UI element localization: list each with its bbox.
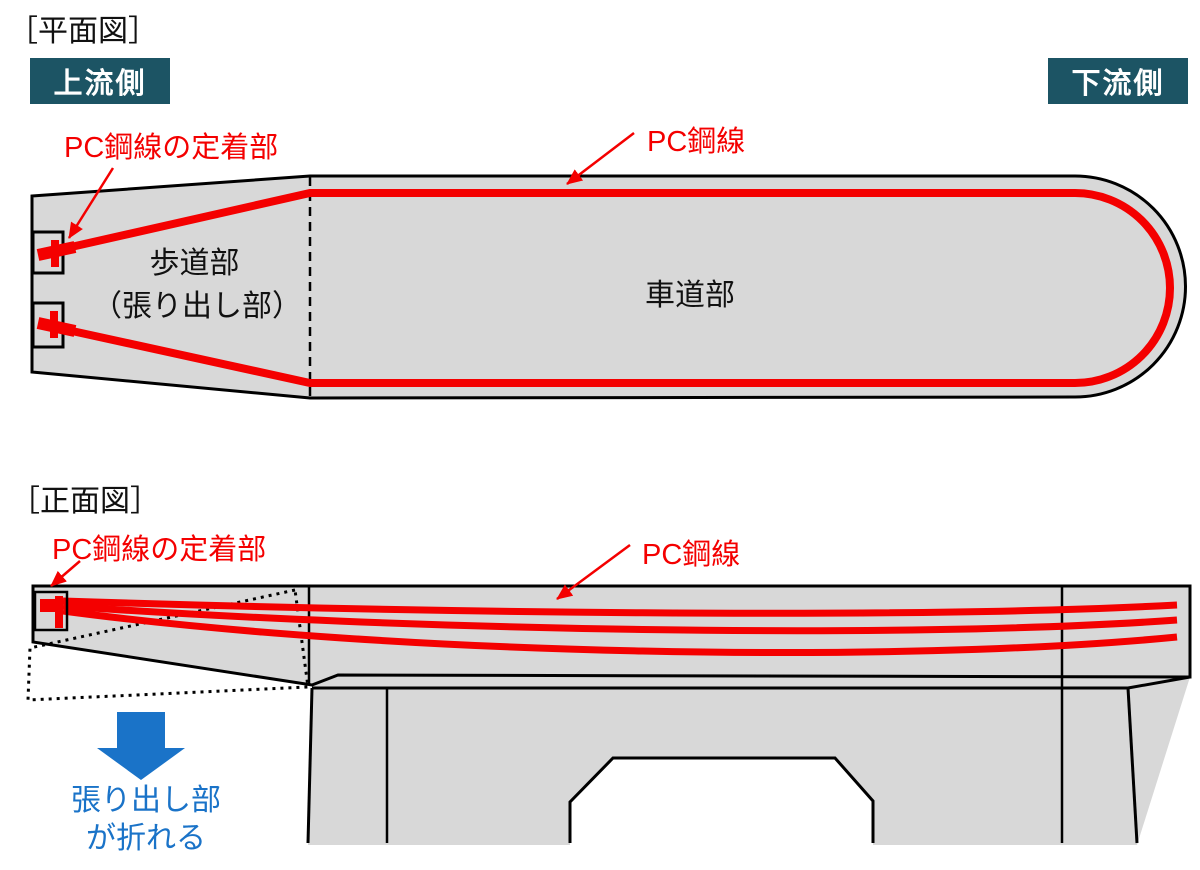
plan-view-title: ［平面図］ — [8, 15, 158, 48]
walkway-label: 歩道部 （張り出し部） — [92, 242, 302, 328]
plan-anchor-plate-top — [51, 240, 59, 267]
break-label-line2: が折れる — [86, 822, 206, 855]
break-label: 張り出し部 が折れる — [56, 782, 236, 858]
front-pc-wire-3 — [62, 607, 1178, 657]
front-pier-right-edge — [1126, 687, 1139, 844]
front-anchor-label: PC鋼線の定着部 — [52, 534, 267, 566]
walkway-label-line2: （張り出し部） — [92, 290, 302, 323]
plan-anchor-label: PC鋼線の定着部 — [64, 132, 279, 164]
plan-wire-leader-arrow — [566, 132, 635, 185]
break-label-line1: 張り出し部 — [71, 784, 221, 817]
front-pier-fill — [308, 675, 1190, 845]
walkway-label-line1: 歩道部 — [149, 247, 240, 280]
plan-anchor-leader-arrow — [67, 167, 115, 239]
front-girder-end-chamfer — [1127, 675, 1191, 690]
front-pc-wire-2 — [62, 602, 1178, 635]
front-view-title: ［正面図］ — [10, 485, 160, 518]
front-anchor-plate — [55, 596, 63, 628]
plan-pc-wire — [39, 189, 1174, 387]
front-girder-outline — [31, 584, 1192, 687]
front-anchor-box — [33, 590, 69, 632]
front-wire-leader-arrow — [556, 543, 631, 601]
front-pc-wire-1 — [62, 597, 1178, 617]
front-pier-left-edge — [306, 687, 314, 844]
front-pier-opening — [568, 756, 875, 843]
upstream-side-badge: 上流側 — [30, 58, 170, 104]
plan-deck-outline — [30, 174, 1187, 400]
break-down-arrow-icon — [97, 712, 185, 780]
roadway-label: 車道部 — [645, 279, 735, 312]
downstream-side-badge: 下流側 — [1048, 58, 1188, 104]
front-anchor-leader-arrow — [50, 560, 81, 587]
plan-anchor-plate-bottom — [50, 311, 58, 338]
plan-wire-label: PC鋼線 — [647, 126, 746, 158]
front-wire-label: PC鋼線 — [642, 539, 741, 571]
